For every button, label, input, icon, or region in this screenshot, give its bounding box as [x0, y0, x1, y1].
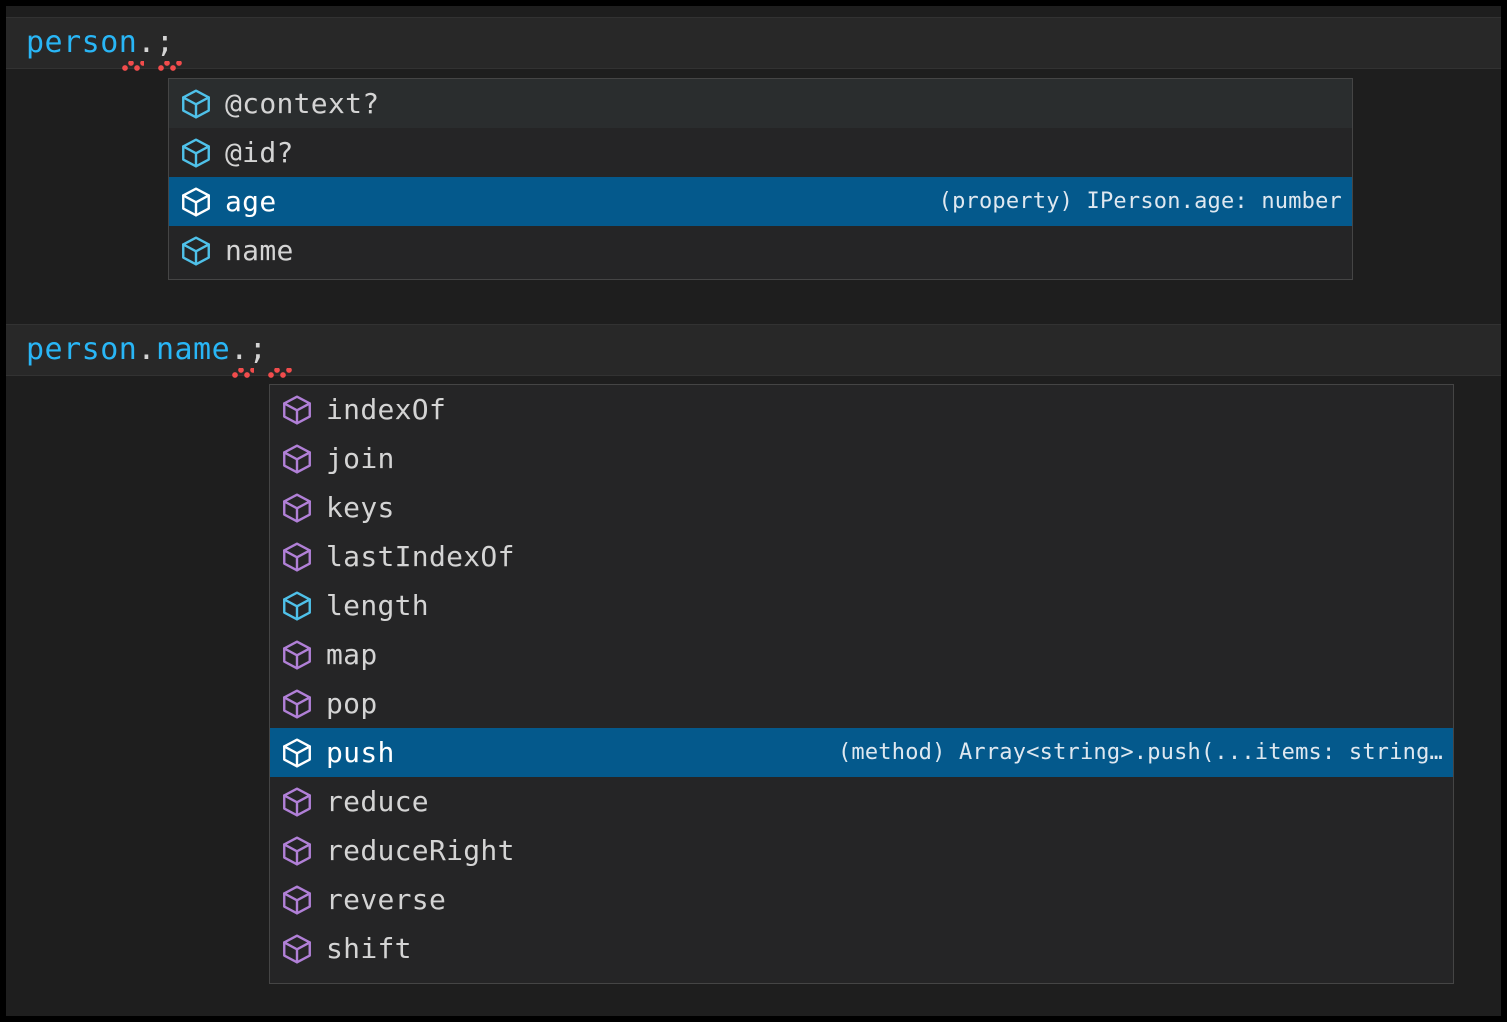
suggest-item[interactable]: reverse	[270, 875, 1453, 924]
error-squiggle-semicolon-2	[268, 368, 292, 378]
error-squiggle-dot-2	[232, 368, 254, 378]
method-cube-icon	[283, 884, 311, 915]
suggest-item-label: name	[225, 233, 294, 267]
suggest-item[interactable]: pop	[270, 679, 1453, 728]
suggest-item[interactable]: reduce	[270, 777, 1453, 826]
suggest-item-label: push	[326, 735, 395, 769]
property-cube-icon	[283, 590, 311, 621]
active-line-highlight-1	[6, 17, 1501, 69]
property-cube-icon	[182, 235, 210, 266]
error-squiggle-semicolon-1	[158, 61, 182, 71]
method-cube-icon	[283, 737, 311, 768]
suggest-item[interactable]: name	[169, 226, 1352, 275]
suggest-item[interactable]: map	[270, 630, 1453, 679]
suggest-item[interactable]: join	[270, 434, 1453, 483]
suggest-widget-person[interactable]: @context? @id? age (property) IPerson.age: …	[168, 78, 1353, 280]
suggest-widget-person-name[interactable]: indexOf join keys lastIndexOf length map pop pu…	[269, 384, 1454, 984]
suggest-item[interactable]: @id?	[169, 128, 1352, 177]
suggest-item-label: @context?	[225, 86, 380, 120]
suggest-item-label: reduce	[326, 784, 429, 818]
suggest-item-label: reduceRight	[326, 833, 515, 867]
code-line-person[interactable]: person.;	[26, 17, 175, 69]
property-cube-icon	[182, 137, 210, 168]
code-token-separator: .	[137, 332, 156, 367]
code-token-punctuation: .;	[137, 25, 175, 60]
suggest-item-label: @id?	[225, 135, 294, 169]
method-cube-icon	[283, 835, 311, 866]
suggest-item-detail: (property) IPerson.age: number	[938, 190, 1342, 213]
method-cube-icon	[283, 492, 311, 523]
property-cube-icon	[182, 186, 210, 217]
suggest-item-label: age	[225, 184, 277, 218]
property-cube-icon	[182, 88, 210, 119]
suggest-item[interactable]: age (property) IPerson.age: number	[169, 177, 1352, 226]
active-line-highlight-2	[6, 324, 1501, 376]
suggest-item[interactable]: keys	[270, 483, 1453, 532]
suggest-item-label: shift	[326, 931, 412, 965]
code-line-person-name[interactable]: person.name.;	[26, 324, 267, 376]
suggest-item-label: map	[326, 637, 378, 671]
method-cube-icon	[283, 786, 311, 817]
suggest-item-label: reverse	[326, 882, 447, 916]
method-cube-icon	[283, 394, 311, 425]
suggest-item-label: indexOf	[326, 392, 447, 426]
method-cube-icon	[283, 639, 311, 670]
suggest-item-label: length	[326, 588, 429, 622]
method-cube-icon	[283, 541, 311, 572]
suggest-item[interactable]: lastIndexOf	[270, 532, 1453, 581]
method-cube-icon	[283, 688, 311, 719]
suggest-item[interactable]: push (method) Array<string>.push(...items…	[270, 728, 1453, 777]
method-cube-icon	[283, 443, 311, 474]
suggest-item-label: join	[326, 441, 395, 475]
code-token-punctuation-2: .;	[230, 332, 268, 367]
method-cube-icon	[283, 933, 311, 964]
suggest-item[interactable]: shift	[270, 924, 1453, 973]
suggest-item[interactable]: reduceRight	[270, 826, 1453, 875]
code-token-identifier-person: person	[26, 332, 138, 367]
suggest-item-label: keys	[326, 490, 395, 524]
suggest-item-label: lastIndexOf	[326, 539, 515, 573]
suggest-item[interactable]: @context?	[169, 79, 1352, 128]
suggest-item-detail: (method) Array<string>.push(...items: st…	[837, 741, 1443, 764]
code-editor-surface[interactable]: person.; person.name.; @context?@id?age(…	[6, 6, 1501, 1016]
code-token-identifier: person	[26, 25, 138, 60]
suggest-item[interactable]: length	[270, 581, 1453, 630]
error-squiggle-dot-1	[122, 61, 144, 71]
suggest-item-label: pop	[326, 686, 378, 720]
suggest-item[interactable]: indexOf	[270, 385, 1453, 434]
code-token-identifier-name: name	[155, 332, 231, 367]
